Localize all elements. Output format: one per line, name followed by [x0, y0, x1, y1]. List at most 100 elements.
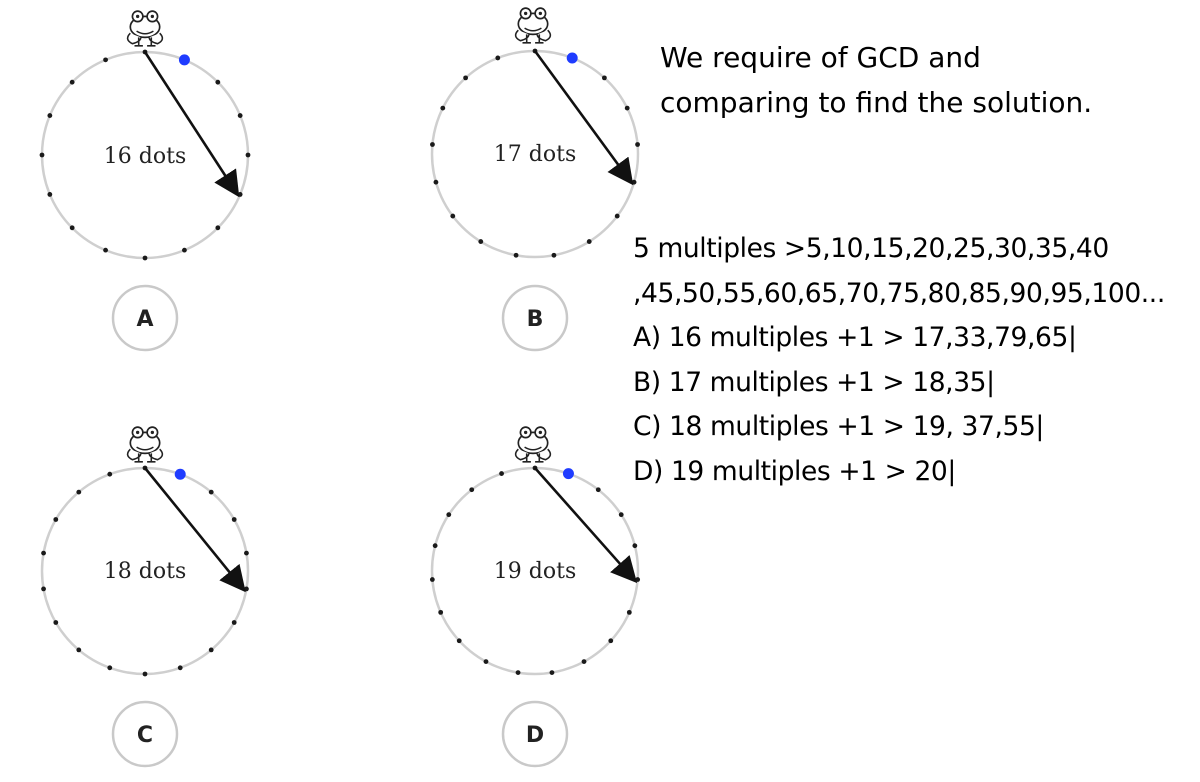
jump-arrow [534, 467, 638, 584]
ring-dot [177, 665, 183, 671]
ring-dot [463, 75, 469, 81]
solution-work: 5 multiples >5,10,15,20,25,30,35,40 ,45,… [633, 227, 1165, 494]
ring-dot [549, 670, 555, 675]
ring-dot [618, 512, 624, 518]
ring-dot [107, 665, 113, 671]
ring-dot [41, 550, 46, 556]
ring-dot [595, 487, 601, 493]
frog-icon [514, 7, 552, 44]
puzzle-panel-b: 17 dots [430, 7, 640, 259]
option-button-d[interactable]: D [501, 700, 569, 768]
ring-dot [450, 213, 456, 219]
ring-dot [438, 609, 444, 615]
option-letter: D [526, 723, 544, 748]
ring-dot [430, 142, 435, 147]
option-button-c[interactable]: C [111, 700, 179, 768]
ring-dot [551, 252, 557, 258]
ring-dot [69, 225, 75, 231]
puzzle-panel-c: 18 dots [40, 426, 250, 677]
ring-dot [69, 79, 75, 85]
ring-dot [456, 638, 462, 644]
ring-dot [142, 255, 148, 261]
frog-icon [514, 426, 552, 463]
ring-dot [41, 586, 46, 592]
ring-dot [47, 113, 53, 118]
ring-dot [142, 671, 148, 677]
ring-dot [215, 225, 221, 231]
ring-dot [237, 113, 243, 118]
ring-dot [429, 577, 435, 582]
ring-dot [469, 487, 475, 493]
highlighted-dot [562, 468, 574, 480]
ring-dot [208, 489, 214, 495]
ring-dot [76, 489, 82, 495]
ring-dot [635, 142, 640, 147]
ring-dot [513, 252, 519, 258]
highlighted-dot [566, 52, 578, 64]
frog-icon [126, 10, 164, 47]
work-line-option-d: D) 19 multiples +1 > 20| [633, 455, 956, 487]
dots-count-label: 19 dots [494, 559, 576, 584]
ring-dot [586, 239, 592, 244]
ring-dot [103, 57, 108, 63]
ring-dot [245, 152, 251, 158]
option-letter: C [137, 723, 153, 748]
ring-dot [433, 179, 439, 185]
ring-dot [182, 247, 187, 253]
ring-dot [53, 620, 59, 625]
work-line: 5 multiples >5,10,15,20,25,30,35,40 [633, 233, 1109, 264]
ring-dot [39, 152, 45, 158]
solution-intro: We require of GCD and comparing to find … [660, 35, 1092, 125]
ring-dot [614, 213, 620, 219]
highlighted-dot [178, 54, 190, 66]
option-letter: A [136, 307, 153, 332]
ring-dot [53, 517, 59, 522]
ring-dot [208, 647, 214, 653]
ring-dot [581, 659, 587, 664]
ring-dot [215, 79, 221, 85]
intro-line: comparing to find the solution. [660, 86, 1093, 119]
ring-dot [432, 543, 438, 549]
ring-dot [515, 670, 521, 675]
ring-dot [244, 550, 249, 556]
ring-dot [499, 471, 504, 476]
work-line-option-b: B) 17 multiples +1 > 18,35| [633, 366, 995, 398]
ring-dot [237, 192, 243, 197]
option-letter: B [527, 307, 544, 332]
work-line: ,45,50,55,60,65,70,75,80,85,90,95,100... [633, 277, 1165, 309]
ring-dot [631, 179, 637, 185]
jump-arrow [143, 51, 240, 198]
ring-dot [495, 55, 501, 61]
jump-arrow [143, 467, 246, 593]
dots-count-label: 17 dots [494, 142, 576, 167]
ring-dot [601, 75, 607, 81]
dots-count-label: 18 dots [104, 559, 186, 584]
work-line-option-c: C) 18 multiples +1 > 19, 37,55| [633, 411, 1044, 442]
ring-dots [41, 465, 249, 677]
option-button-a[interactable]: A [111, 284, 179, 352]
highlighted-dot [174, 468, 186, 480]
ring-dot [231, 620, 237, 625]
ring-dots [429, 465, 641, 675]
ring-dot [107, 471, 113, 477]
jump-arrow [533, 50, 634, 186]
dots-count-label: 16 dots [104, 144, 186, 169]
ring-dot [446, 512, 452, 518]
frog-icon [126, 426, 164, 463]
ring-dot [478, 239, 484, 244]
ring-dot [626, 609, 632, 615]
puzzle-panel-d: 19 dots [429, 426, 641, 676]
ring-dot [76, 647, 82, 653]
ring-dot [244, 586, 249, 592]
ring-dot [47, 192, 53, 197]
ring-dot [624, 105, 630, 111]
puzzle-panel-a: 16 dots [39, 10, 251, 261]
ring-dot [635, 577, 641, 582]
ring-dot [632, 543, 638, 549]
work-line-option-a: A) 16 multiples +1 > 17,33,79,65| [633, 322, 1077, 353]
ring-dot [440, 105, 446, 111]
ring-dot [483, 659, 489, 664]
intro-line: We require of GCD and [660, 41, 981, 74]
option-button-b[interactable]: B [501, 284, 569, 352]
